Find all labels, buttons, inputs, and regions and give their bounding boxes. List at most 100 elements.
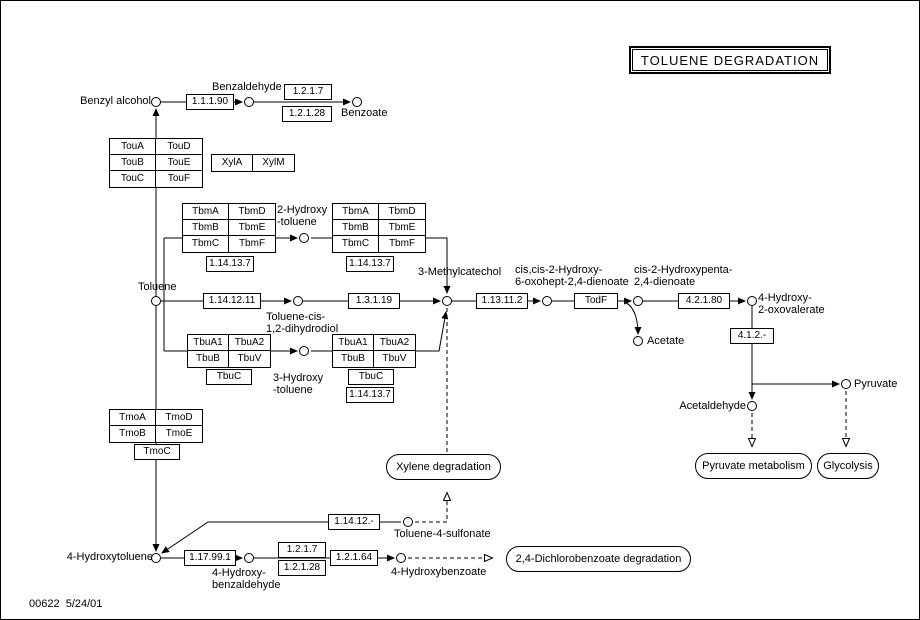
- gene-box-tbmd[interactable]: TbmD: [379, 204, 425, 220]
- compound-label-toluene-4-sulfonate: Toluene-4-sulfonate: [394, 528, 491, 540]
- compound-node-toluene[interactable]: [151, 296, 161, 306]
- compound-label-4-hydroxytoluene: 4-Hydroxytoluene: [66, 551, 153, 563]
- gene-box-tbme[interactable]: TbmE: [229, 220, 275, 236]
- enzyme-grid-tbu-right: TbuA1 TbuA2 TbuB TbuV: [332, 334, 416, 368]
- compound-label-3-methylcatechol: 3-Methylcatechol: [418, 266, 502, 278]
- gene-box-tbme[interactable]: TbmE: [379, 220, 425, 236]
- enzyme-box-1-14-12[interactable]: 1.14.12.-: [328, 514, 380, 530]
- compound-label-pyruvate: Pyruvate: [854, 378, 898, 390]
- gene-box-tbmb[interactable]: TbmB: [183, 220, 229, 236]
- compound-node-pyruvate[interactable]: [841, 379, 851, 389]
- enzyme-grid-tmo: TmoA TmoD TmoB TmoE: [109, 409, 203, 443]
- gene-box-toub[interactable]: TouB: [110, 155, 156, 171]
- gene-box-xyla[interactable]: XylA: [212, 155, 253, 171]
- map-link-xylene-degradation[interactable]: Xylene degradation: [386, 454, 501, 480]
- compound-label-acetaldehyde: Acetaldehyde: [679, 400, 746, 412]
- compound-label-4-hydroxybenzaldehyde: 4-Hydroxy- benzaldehyde: [212, 567, 281, 591]
- enzyme-box-1-14-13-7[interactable]: 1.14.13.7: [206, 256, 254, 272]
- enzyme-box-1-1-1-90[interactable]: 1.1.1.90: [186, 94, 234, 110]
- compound-label-2-hydroxytoluene: 2-Hydroxy -toluene: [277, 204, 328, 228]
- enzyme-box-1-14-13-7[interactable]: 1.14.13.7: [346, 256, 394, 272]
- compound-label-benzoate: Benzoate: [341, 107, 388, 119]
- compound-node-toluene-4-sulfonate[interactable]: [403, 517, 413, 527]
- map-link-glycolysis[interactable]: Glycolysis: [817, 453, 879, 479]
- compound-label-cis-cis-2-hydroxy-6-oxohept-dienoate: cis,cis-2-Hydroxy- 6-oxohept-2,4-dienoat…: [515, 264, 629, 288]
- compound-label-benzaldehyde: Benzaldehyde: [212, 81, 282, 93]
- compound-node-acetate[interactable]: [633, 336, 643, 346]
- map-link-dichlorobenzoate-degradation[interactable]: 2,4-Dichlorobenzoate degradation: [506, 546, 691, 572]
- gene-box-touc[interactable]: TouC: [110, 171, 156, 187]
- compound-label-cis-2-hydroxypenta-dienoate: cis-2-Hydroxypenta- 2,4-dienoate: [634, 264, 733, 288]
- gene-box-tmoe[interactable]: TmoE: [165, 428, 193, 439]
- enzyme-box-todf[interactable]: TodF: [574, 293, 618, 309]
- gene-box-tbua1[interactable]: TbuA1: [333, 335, 374, 351]
- compound-node-benzyl-alcohol[interactable]: [151, 97, 161, 107]
- enzyme-box-tbuc[interactable]: TbuC: [206, 369, 252, 385]
- gene-box-tmoa[interactable]: TmoA: [110, 410, 156, 426]
- compound-label-3-hydroxytoluene: 3-Hydroxy -toluene: [273, 372, 324, 396]
- compound-node-cis-2-hydroxypenta-dienoate[interactable]: [633, 296, 643, 306]
- enzyme-box-1-2-1-28[interactable]: 1.2.1.28: [278, 560, 326, 576]
- enzyme-box-1-14-12-11[interactable]: 1.14.12.11: [203, 293, 261, 309]
- enzyme-grid-tou: TouA TouD TouB TouE TouC TouF: [109, 138, 203, 188]
- map-link-lines: [408, 308, 846, 558]
- gene-box-touf[interactable]: TouF: [167, 173, 191, 184]
- enzyme-box-4-1-2[interactable]: 4.1.2.-: [730, 328, 774, 344]
- enzyme-box-1-3-1-19[interactable]: 1.3.1.19: [348, 293, 400, 309]
- gene-box-toud[interactable]: TouD: [156, 139, 202, 155]
- compound-node-4-hydroxybenzaldehyde[interactable]: [244, 553, 254, 563]
- enzyme-box-1-17-99-1[interactable]: 1.17.99.1: [184, 550, 236, 566]
- gene-box-tbma[interactable]: TbmA: [183, 204, 229, 220]
- gene-box-tbua2[interactable]: TbuA2: [374, 335, 415, 351]
- enzyme-box-tmoc[interactable]: TmoC: [134, 444, 180, 460]
- enzyme-box-1-13-11-2[interactable]: 1.13.11.2: [476, 293, 528, 309]
- gene-box-tbma[interactable]: TbmA: [333, 204, 379, 220]
- gene-box-tbua2[interactable]: TbuA2: [229, 335, 270, 351]
- enzyme-box-1-2-1-64[interactable]: 1.2.1.64: [330, 550, 378, 566]
- gene-box-tbuv[interactable]: TbuV: [237, 353, 262, 364]
- compound-node-2-hydroxytoluene[interactable]: [299, 233, 309, 243]
- enzyme-grid-tbm-left: TbmA TbmD TbmB TbmE TbmC TbmF: [182, 203, 276, 253]
- gene-box-tmob[interactable]: TmoB: [110, 426, 156, 442]
- compound-label-4-hydroxybenzoate: 4-Hydroxybenzoate: [391, 566, 487, 578]
- enzyme-box-1-14-13-7[interactable]: 1.14.13.7: [346, 387, 394, 403]
- compound-node-4-hydroxytoluene[interactable]: [151, 553, 161, 563]
- enzyme-box-tbuc[interactable]: TbuC: [348, 369, 394, 385]
- enzyme-box-1-2-1-28[interactable]: 1.2.1.28: [282, 106, 332, 122]
- map-link-pyruvate-metabolism[interactable]: Pyruvate metabolism: [695, 453, 812, 479]
- enzyme-grid-tbu-left: TbuA1 TbuA2 TbuB TbuV: [187, 334, 271, 368]
- gene-box-tbub[interactable]: TbuB: [333, 351, 374, 367]
- compound-node-benzoate[interactable]: [352, 97, 362, 107]
- enzyme-box-1-2-1-7[interactable]: 1.2.1.7: [284, 84, 332, 100]
- compound-node-cis-cis-2-hydroxy-6-oxohept-dienoate[interactable]: [542, 296, 552, 306]
- compound-node-toluene-cis-dihydrodiol[interactable]: [293, 296, 303, 306]
- compound-node-3-hydroxytoluene[interactable]: [299, 346, 309, 356]
- gene-box-xylm[interactable]: XylM: [262, 157, 285, 168]
- gene-box-toue[interactable]: TouE: [156, 155, 202, 171]
- gene-box-tbmc[interactable]: TbmC: [333, 236, 379, 252]
- compound-node-3-methylcatechol[interactable]: [442, 296, 452, 306]
- compound-node-4-hydroxybenzoate[interactable]: [396, 553, 406, 563]
- enzyme-box-4-2-1-80[interactable]: 4.2.1.80: [678, 293, 730, 309]
- enzyme-box-1-2-1-7[interactable]: 1.2.1.7: [278, 542, 326, 558]
- gene-box-tmod[interactable]: TmoD: [156, 410, 202, 426]
- gene-box-tbua1[interactable]: TbuA1: [188, 335, 229, 351]
- enzyme-grid-xyl: XylA XylM: [211, 154, 295, 172]
- compound-node-4-hydroxy-2-oxovalerate[interactable]: [747, 296, 757, 306]
- gene-box-tbmf[interactable]: TbmF: [388, 238, 416, 249]
- gene-box-toua[interactable]: TouA: [110, 139, 156, 155]
- enzyme-grid-tbm-right: TbmA TbmD TbmB TbmE TbmC TbmF: [332, 203, 426, 253]
- gene-box-tbuv[interactable]: TbuV: [382, 353, 407, 364]
- gene-box-tbmd[interactable]: TbmD: [229, 204, 275, 220]
- compound-node-acetaldehyde[interactable]: [747, 401, 757, 411]
- compound-label-acetate: Acetate: [647, 335, 685, 347]
- gene-box-tbmc[interactable]: TbmC: [183, 236, 229, 252]
- gene-box-tbmb[interactable]: TbmB: [333, 220, 379, 236]
- compound-label-toluene-cis-dihydrodiol: Toluene-cis- 1,2-dihydrodiol: [266, 311, 339, 335]
- gene-box-tbub[interactable]: TbuB: [188, 351, 229, 367]
- compound-node-benzaldehyde[interactable]: [244, 97, 254, 107]
- compound-label-4-hydroxy-2-oxovalerate: 4-Hydroxy- 2-oxovalerate: [758, 292, 825, 316]
- compound-label-benzyl-alcohol: Benzyl alcohol: [80, 95, 151, 107]
- gene-box-tbmf[interactable]: TbmF: [238, 238, 266, 249]
